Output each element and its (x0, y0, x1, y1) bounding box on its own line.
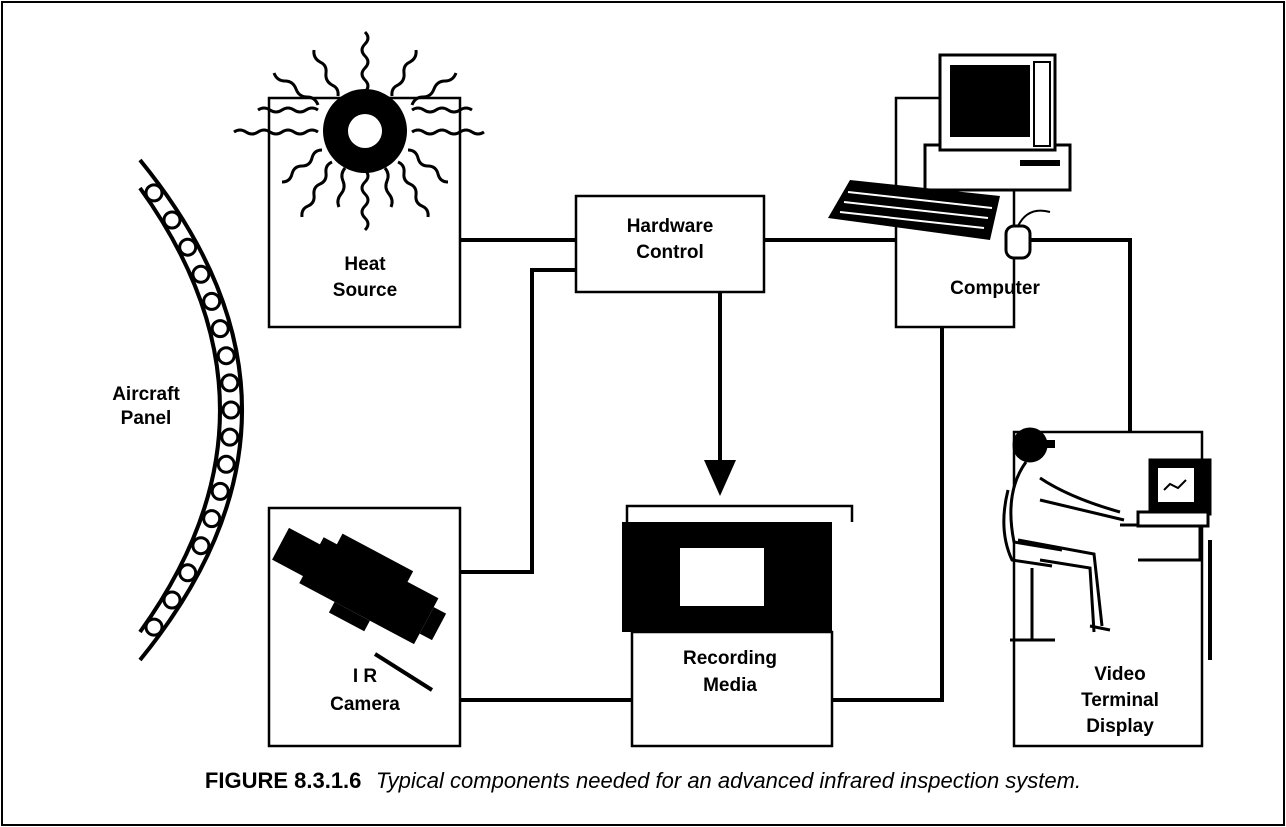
heat-wave-icon (281, 148, 323, 184)
panel-inner-arc (138, 186, 222, 634)
heat-wave-icon (410, 72, 458, 106)
rivet-icon (178, 237, 198, 257)
recording-media-screen (680, 548, 764, 606)
computer-unit: Computer (828, 53, 1072, 329)
figure-caption-text: Typical components needed for an advance… (376, 768, 1081, 793)
rivet-icon (221, 400, 241, 420)
rivet-icon (162, 590, 182, 610)
ir-camera-unit: I R Camera (267, 506, 462, 748)
heat-wave-icon (272, 72, 320, 106)
panel-outer-arc (138, 158, 244, 662)
operator-at-terminal-icon (1002, 427, 1212, 660)
media-top-bracket (625, 504, 854, 522)
heat-wave-icon (411, 128, 485, 136)
heat-wave-icon (411, 106, 473, 114)
computer-icon (828, 53, 1072, 260)
rivet-icon (162, 210, 182, 230)
recording-media-label-line2: Media (703, 675, 757, 696)
heat-wave-icon (300, 160, 333, 218)
rivet-icon (144, 617, 164, 637)
aircraft-panel-label-line2: Panel (121, 408, 172, 429)
heat-wave-icon (390, 49, 418, 97)
heat-source-label-line1: Heat (344, 254, 386, 275)
heat-wave-icon (407, 148, 449, 184)
heat-wave-icon (336, 167, 347, 208)
video-terminal-unit: Video Terminal Display (1002, 427, 1212, 748)
computer-label: Computer (950, 278, 1040, 299)
recording-media-unit: Recording Media (622, 504, 854, 748)
recording-media-box (630, 630, 834, 748)
heat-wave-icon (397, 160, 430, 218)
connector-lines (460, 238, 1132, 702)
link-camera-to-control (460, 268, 576, 574)
rivet-icon (178, 563, 198, 583)
video-terminal-label-line2: Terminal (1081, 690, 1159, 711)
video-terminal-label-line1: Video (1094, 664, 1145, 685)
rivet-icon (202, 291, 222, 311)
recording-media-label-line1: Recording (683, 648, 777, 669)
link-recording-to-computer (832, 327, 944, 702)
rivet-icon (202, 509, 222, 529)
rivet-icon (216, 346, 236, 366)
rivet-icon (220, 373, 240, 393)
heat-source-label-line2: Source (333, 280, 397, 301)
aircraft-panel: Aircraft Panel (112, 158, 244, 662)
link-computer-to-terminal (1014, 238, 1132, 432)
rivet-icon (144, 183, 164, 203)
sun-icon-core (348, 114, 382, 148)
heat-wave-icon (233, 128, 319, 136)
heat-wave-icon (360, 168, 370, 232)
heat-wave-icon (360, 30, 370, 94)
hardware-control-box (574, 194, 766, 294)
figure-number: FIGURE 8.3.1.6 (205, 768, 362, 793)
hardware-control-label-line1: Hardware (627, 216, 714, 237)
aircraft-panel-label-line1: Aircraft (112, 384, 180, 405)
ir-camera-label-line1: I R (353, 666, 378, 687)
rivet-icon (210, 319, 230, 339)
hardware-control-label-line2: Control (636, 242, 704, 263)
rivet-icon (210, 481, 230, 501)
camera-icon (272, 527, 447, 692)
ir-camera-label-line2: Camera (330, 694, 400, 715)
video-terminal-label-line3: Display (1086, 716, 1154, 737)
rivet-icon (216, 454, 236, 474)
rivet-icon (191, 264, 211, 284)
heat-wave-icons (233, 30, 485, 232)
rivet-icon (191, 536, 211, 556)
arrow-head-down (704, 460, 736, 496)
hardware-control-unit: Hardware Control (574, 194, 766, 294)
rivet-icon (220, 427, 240, 447)
figure-caption: FIGURE 8.3.1.6 Typical components needed… (205, 768, 1081, 793)
heat-wave-icon (383, 167, 394, 208)
heat-wave-icon (257, 106, 319, 114)
heat-wave-icon (312, 49, 340, 97)
rivet-icons (144, 183, 241, 637)
heat-source-unit: Heat Source (233, 30, 485, 329)
